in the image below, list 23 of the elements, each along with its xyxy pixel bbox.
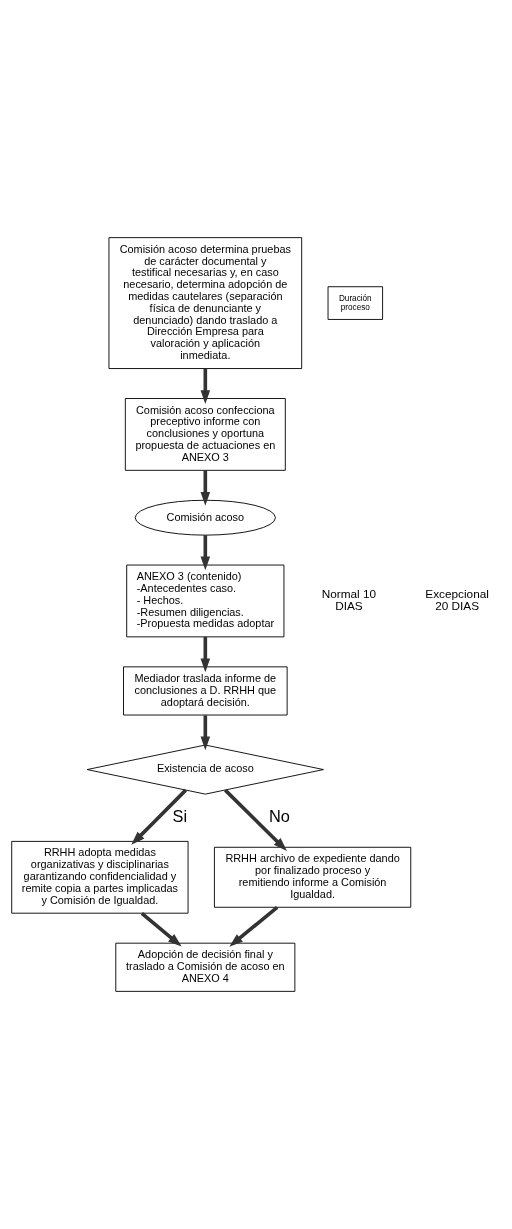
node-box: RRHH adopta medidas organizativas y disciplinarias garantizando confidencialidad y remite copia a partes implicadas y Comisión de Igualdad. — [11, 840, 189, 914]
label: Normal 10 DIAS — [321, 586, 377, 614]
arrow — [200, 715, 211, 751]
edge-label: No — [268, 806, 290, 825]
node-diamond: Existencia de acoso — [86, 744, 324, 795]
node-ellipse: Comisión acoso — [134, 499, 276, 536]
label: Excepcional 20 DIAS — [425, 586, 489, 614]
arrow — [200, 470, 211, 506]
arrow — [223, 788, 287, 852]
arrow — [200, 535, 211, 571]
edge-label: Si — [172, 806, 188, 825]
arrow — [131, 788, 188, 845]
node-box: Duración proceso — [327, 286, 384, 320]
node-box: ANEXO 3 (contenido) -Antecedentes caso. - Hechos. -Resumen diligencias. -Propuesta medidas adoptar — [126, 564, 285, 638]
node-box: Adopción de decisión final y traslado a Comisión de acoso en ANEXO 4 — [115, 942, 296, 992]
node-box: Comisión acoso determina pruebas de carácter documental y testifical necesarias y, en caso necesario, determina adopción de medidas cautelares (separación física de denunciante y denunciado) dando traslado a Dirección Empresa para valoración y aplicación inmediata. — [108, 237, 303, 369]
node-box: Mediador traslada informe de conclusiones a D. RRHH que adoptará decisión. — [123, 666, 288, 716]
node-box: RRHH archivo de expediente dando por finalizado proceso y remitiendo informe a Comisión Igualdad. — [213, 846, 412, 908]
arrow — [200, 368, 211, 404]
arrow — [140, 911, 182, 947]
node-box: Comisión acoso confecciona preceptivo informe con conclusiones y oportuna propuesta de actuaciones en ANEXO 3 — [124, 398, 286, 471]
arrow — [200, 636, 211, 673]
arrow — [229, 905, 279, 947]
